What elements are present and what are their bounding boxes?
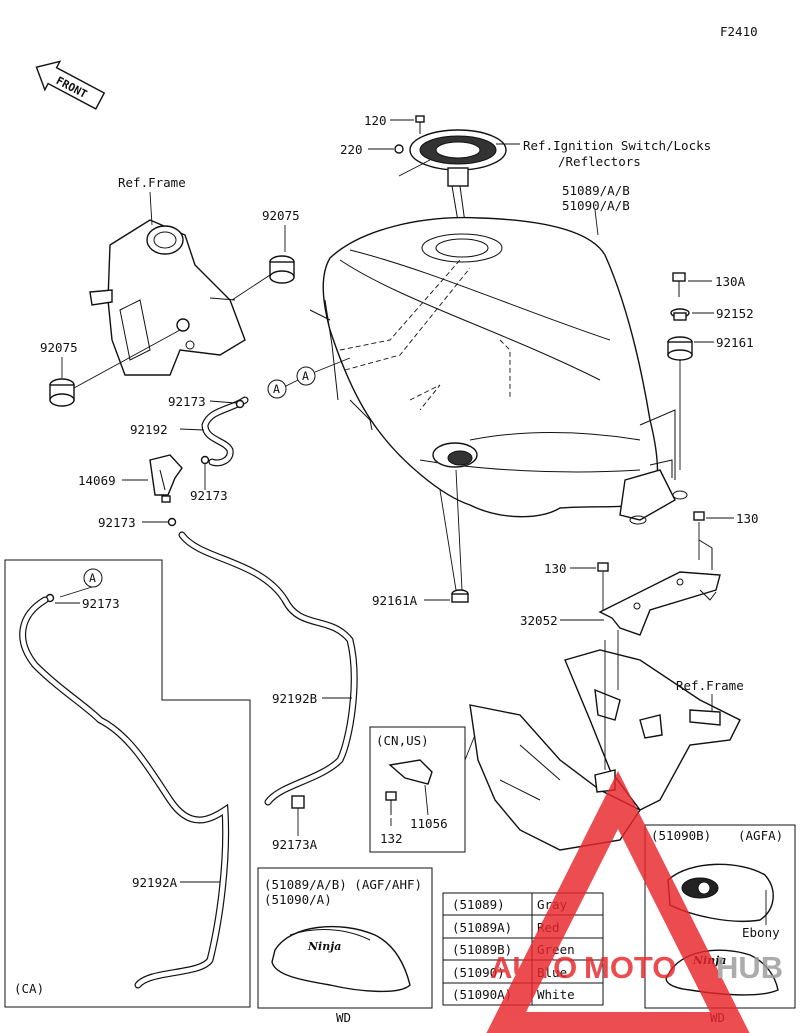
label-92173-a: 92173 (168, 394, 206, 409)
label-220: 220 (340, 142, 363, 157)
label-92192: 92192 (130, 422, 168, 437)
ref-circle-a-1: A (267, 379, 287, 399)
label-92173-c: 92173 (98, 515, 136, 530)
hose-92192b (178, 531, 358, 806)
label-92173-ca: 92173 (82, 596, 120, 611)
screw-220 (394, 144, 404, 154)
label-92075-right: 92075 (262, 208, 300, 223)
color-code-2: (51089B) (452, 942, 512, 957)
cn-us-box (369, 726, 466, 853)
label-92192b: 92192B (272, 691, 317, 706)
wd-right-variant: (AGFA) (738, 828, 783, 843)
label-92173a: 92173A (272, 837, 318, 852)
damper-92075-left (49, 378, 75, 407)
label-ref-ignition-2: /Reflectors (558, 154, 641, 169)
label-tank-51090: 51090/A/B (562, 198, 630, 213)
color-code-3: (51090) (452, 965, 505, 980)
color-code-4: (51090A) (452, 987, 512, 1002)
label-ref-ignition-1: Ref.Ignition Switch/Locks (523, 138, 711, 153)
label-120: 120 (364, 113, 387, 128)
damper-92161 (667, 336, 693, 361)
watermark-moto: MOTO (584, 950, 676, 985)
ca-box (4, 559, 251, 1008)
wd-left-title-2: (51090/A) (264, 892, 332, 907)
label-132: 132 (380, 831, 403, 846)
label-92075-left: 92075 (40, 340, 78, 355)
ref-circle-a-2: A (296, 366, 316, 386)
fuel-tank (309, 216, 659, 518)
label-130-right: 130 (736, 511, 759, 526)
bolt-130-mid (597, 562, 609, 572)
tank-cover-right-top (667, 863, 774, 923)
label-ref-frame-top: Ref.Frame (118, 175, 186, 190)
clip-92173a (291, 795, 305, 809)
label-14069: 14069 (78, 473, 116, 488)
hose-92192a (19, 596, 230, 989)
label-130a: 130A (715, 274, 746, 289)
valve-14069 (149, 454, 183, 503)
wd-left-title-1: (51089/A/B) (AGF/AHF) (264, 877, 422, 892)
grommet-92152 (670, 308, 690, 321)
color-name-4: White (537, 987, 575, 1002)
front-arrow-icon: FRONT (35, 60, 106, 110)
damper-92161a (451, 589, 469, 603)
cn-us-box-title: (CN,US) (376, 733, 429, 748)
bolt-130a (672, 272, 686, 297)
wd-left-footer: WD (336, 1010, 351, 1025)
figure-code: F2410 (720, 24, 758, 39)
watermark-triangle-icon (486, 771, 750, 1033)
ninja-logo-left: Ninja (307, 940, 341, 953)
tank-rear-bracket (619, 409, 688, 525)
watermark-auto: AUTO (490, 950, 577, 985)
label-11056: 11056 (410, 816, 448, 831)
color-code-1: (51089A) (452, 920, 512, 935)
svg-text:A: A (89, 571, 96, 585)
label-tank-51089: 51089/A/B (562, 183, 630, 198)
screw-120 (415, 115, 425, 134)
clamp-92173-upper (235, 399, 245, 409)
label-92152: 92152 (716, 306, 754, 321)
wd-left-box (257, 867, 433, 1009)
watermark-hub: HUB (716, 950, 783, 985)
bolt-130-right (693, 511, 705, 521)
watermark: AUTO MOTO HUB (486, 771, 783, 1033)
clamp-92173-lower (167, 517, 177, 527)
svg-text:A: A (302, 369, 309, 383)
label-92161: 92161 (716, 335, 754, 350)
clamp-92173-mid (200, 455, 210, 465)
ref-circle-a-ca: A (83, 568, 103, 588)
damper-92075-right (269, 255, 295, 284)
wd-right-color: Ebony (742, 925, 780, 940)
label-92161a: 92161A (372, 593, 418, 608)
label-92192a: 92192A (132, 875, 178, 890)
frame-top-left (89, 219, 246, 376)
color-code-0: (51089) (452, 897, 505, 912)
label-ref-frame-bottom: Ref.Frame (676, 678, 744, 693)
fuel-cap-assembly (409, 129, 507, 246)
label-130-mid: 130 (544, 561, 567, 576)
ca-box-title: (CA) (14, 981, 44, 996)
wd-right-code: (51090B) (651, 828, 711, 843)
bracket-32052 (598, 571, 721, 636)
label-92173-b: 92173 (190, 488, 228, 503)
label-32052: 32052 (520, 613, 558, 628)
svg-text:A: A (273, 382, 280, 396)
bolt-132 (385, 791, 397, 815)
bracket-11056 (388, 759, 433, 785)
tank-cover-left: Ninja (271, 925, 411, 993)
